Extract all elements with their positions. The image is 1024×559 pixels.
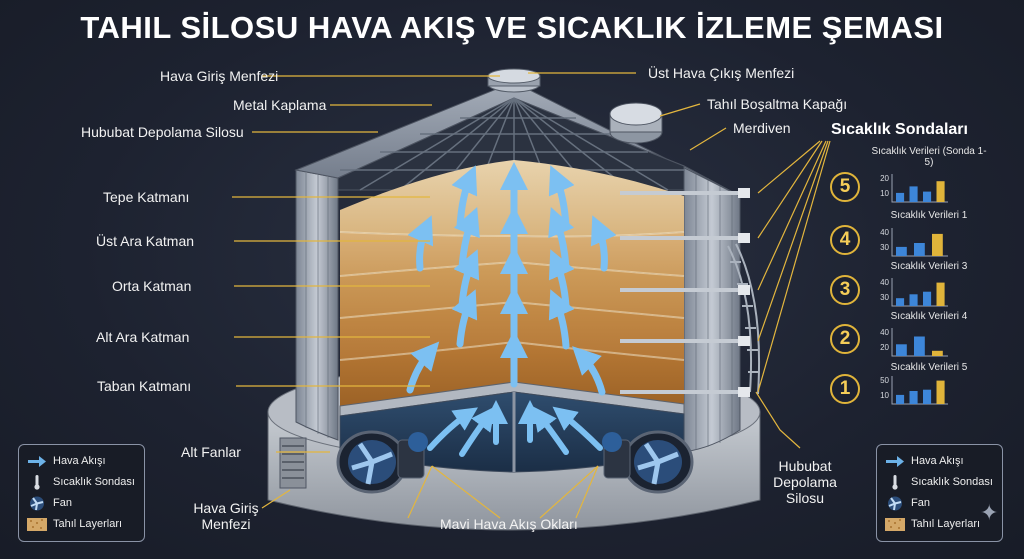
fan-right [602,430,694,494]
legend-item: Sıcaklık Sondası [885,472,994,493]
probe-badge-5: 5 [830,172,860,202]
axis-line [891,228,948,257]
label-lower-mid-layer: Alt Ara Katman [96,329,190,345]
legend-item: Hava Akışı [885,451,994,472]
label-bottom-grain-silo: Hububat Depolama Silosu [773,458,837,506]
label-top-air-outlet: Üst Hava Çıkış Menfezi [648,65,795,81]
probe-badge-3: 3 [830,275,860,305]
tick-label: 10 [880,391,889,400]
tick-label: 50 [880,376,889,385]
chart-bar [932,350,943,356]
probe-chart-label: Sıcaklık Verileri 4 [890,311,968,322]
label-metal-cladding: Metal Kaplama [233,97,327,113]
label-bottom-fans: Alt Fanlar [181,444,241,460]
chart-bar [923,389,932,404]
probe-mini-chart: 50 10 [880,376,948,405]
arrow-icon [28,456,46,467]
thermometer-icon [34,475,40,490]
label-air-inlet-vent: Hava Giriş Menfezi [160,68,279,84]
probe-badge-1: 1 [830,374,860,404]
label-bottom-air-inlet: Hava Giriş Menfezi [193,500,259,532]
chart-bar [936,380,945,404]
chart-bar [932,233,943,256]
page-title: TAHIL SİLOSU HAVA AKIŞ VE SICAKLIK İZLEM… [80,10,944,45]
chart-bar [914,243,925,256]
fan-icon [30,496,44,511]
intake-grille [279,437,307,489]
label-ladder: Merdiven [733,120,791,136]
tick-label: 10 [880,189,889,198]
fan-icon [888,496,902,511]
ladder [727,243,761,395]
chart-bar [923,291,932,306]
legend-item: Tahıl Layerları [885,514,994,535]
label-discharge-hatch: Tahıl Boşaltma Kapağı [707,96,848,112]
chart-bar [914,336,925,356]
probe-chart-label: Sıcaklık Verileri 3 [890,261,968,272]
chart-bar [909,186,918,202]
legend-item: Sıcaklık Sondası [27,472,136,493]
sparkle-icon: ✦ [980,500,999,525]
chart-bar [896,246,907,256]
label-grain-silo: Hububat Depolama Silosu [81,124,244,140]
probe-chart-label: Sıcaklık Verileri 1 [890,210,968,221]
probe-mini-chart: 40 30 [880,278,948,307]
label-top-layer: Tepe Katmanı [103,189,190,205]
chart-bar [923,191,932,202]
grain-icon [27,518,47,531]
chart-bar [896,344,907,356]
chart-bar [936,181,945,202]
thermometer-icon [892,475,898,490]
probe-badge-4: 4 [830,225,860,255]
chart-bar [936,282,945,306]
chart-bar [896,298,905,306]
label-middle-layer: Orta Katman [112,278,192,294]
label-blue-air-arrows: Mavi Hava Akış Okları [440,516,578,532]
chart-bar [896,192,905,202]
probe-mini-chart: 40 20 [880,328,948,357]
discharge-hatch [609,102,663,144]
probe-chart-label: Sıcaklık Verileri (Sonda 1-5) [871,146,987,168]
tick-label: 30 [880,243,889,252]
legend-item: Fan [27,493,136,514]
probe-mini-chart: 40 30 [880,228,948,257]
legend-item: Fan [885,493,994,514]
chart-bar [896,394,905,404]
tick-label: 20 [880,174,889,183]
label-upper-mid-layer: Üst Ara Katman [96,233,195,249]
fan-left [336,430,428,494]
arrow-icon [886,456,904,467]
legend-right: Hava Akışı Sıcaklık Sondası Fan Tahıl La… [876,444,1003,542]
grain-icon [885,518,905,531]
legend-left: Hava Akışı Sıcaklık Sondası Fan Tahıl La… [18,444,145,542]
temperature-probes [620,191,744,394]
legend-item: Hava Akışı [27,451,136,472]
chart-bar [909,294,918,306]
tick-label: 40 [880,278,889,287]
axis-line [891,328,948,357]
probe-chart-label: Sıcaklık Verileri 5 [890,362,968,373]
tick-label: 40 [880,228,889,237]
tick-label: 40 [880,328,889,337]
metal-cladding-left [295,169,339,441]
legend-item: Tahıl Layerları [27,514,136,535]
probe-badge-2: 2 [830,324,860,354]
tick-label: 30 [880,293,889,302]
tick-label: 20 [880,343,889,352]
probes-title: Sıcaklık Sondaları [831,121,968,138]
chart-bar [909,391,918,404]
label-base-layer: Taban Katmanı [97,378,192,394]
